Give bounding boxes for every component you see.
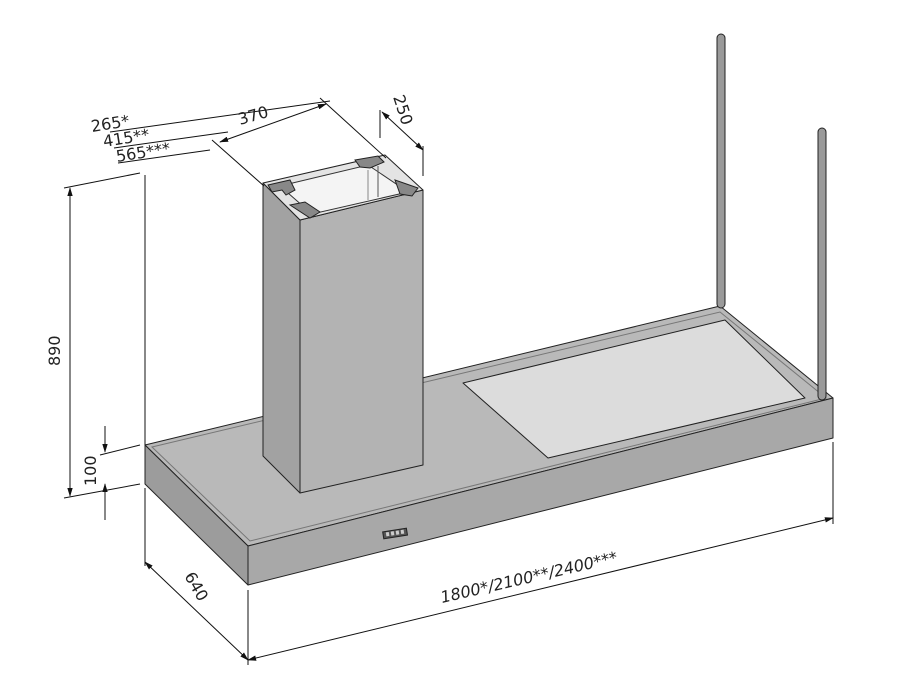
dim-canopy-thickness: 100 xyxy=(81,455,100,486)
chimney xyxy=(262,154,424,494)
dim-canopy-length: 1800*/2100**/2400*** xyxy=(439,548,620,607)
chimney-brackets xyxy=(267,155,419,219)
dim-canopy-depth: 640 xyxy=(181,569,213,605)
chimney-front-face xyxy=(262,182,301,494)
suspension-rods xyxy=(716,33,827,401)
dim-overall-height: 890 xyxy=(45,335,64,366)
filter-panel xyxy=(462,319,806,459)
rod-back xyxy=(716,33,726,309)
rod-front xyxy=(817,127,827,401)
dim-chimney-width: 370 xyxy=(236,102,271,129)
chimney-side-face xyxy=(299,189,424,494)
dimension-lines xyxy=(63,97,834,665)
